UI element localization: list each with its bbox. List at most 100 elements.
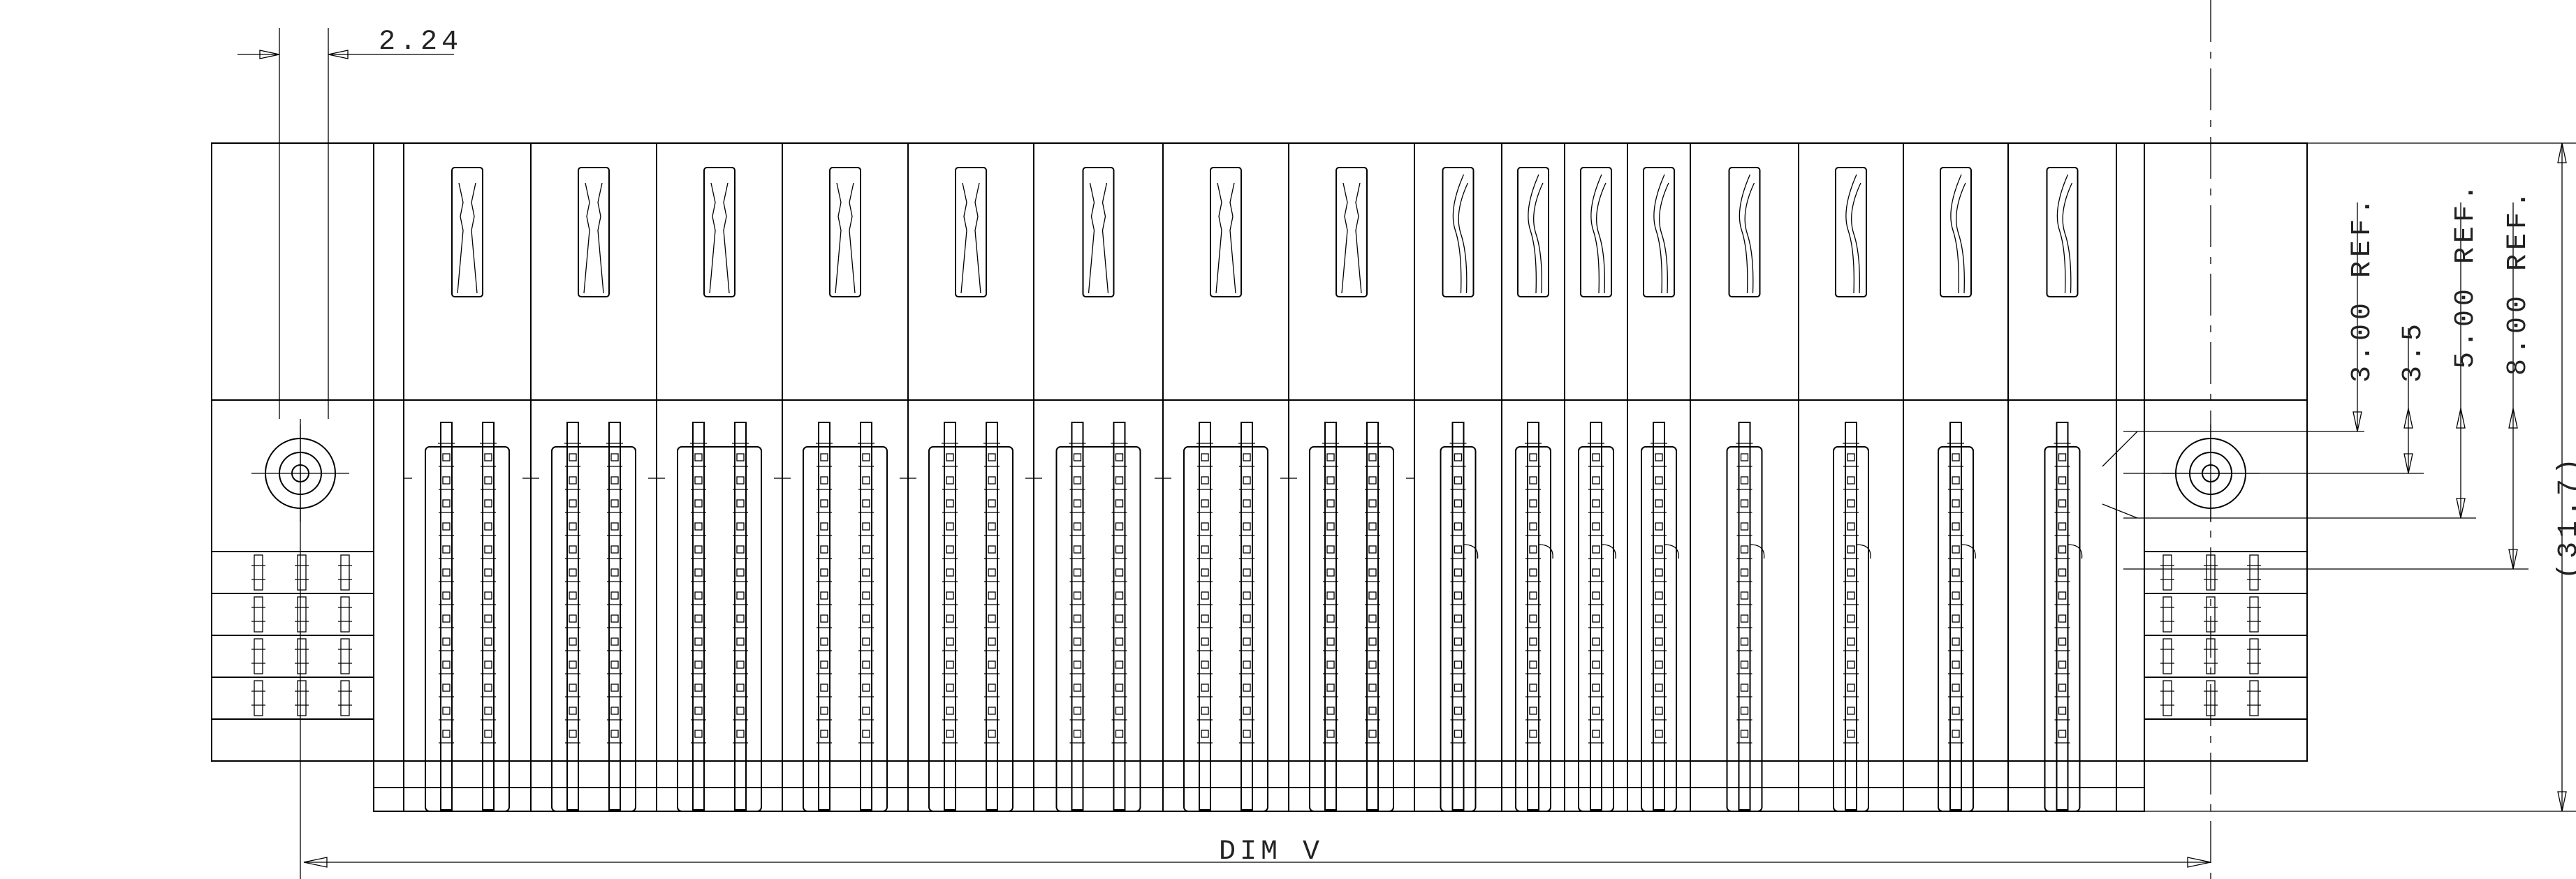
contact-body bbox=[2046, 167, 2079, 297]
pin-contact bbox=[2058, 568, 2067, 577]
pin-contact bbox=[1368, 660, 1377, 669]
pin-contact bbox=[862, 476, 870, 485]
pin-contact bbox=[820, 660, 828, 669]
pin-contact bbox=[1326, 476, 1335, 485]
flange-pin-body bbox=[254, 554, 263, 591]
pin-column bbox=[1238, 422, 1255, 811]
pin-contact bbox=[442, 568, 451, 577]
flange-pin bbox=[2160, 554, 2174, 591]
flange-pin bbox=[295, 638, 309, 674]
pin-modules bbox=[403, 143, 2117, 812]
contact-body bbox=[703, 167, 736, 297]
pin-contact bbox=[1740, 568, 1749, 577]
left-flange bbox=[212, 424, 374, 720]
pin-contact bbox=[1201, 730, 1209, 738]
contact-slot bbox=[1055, 446, 1141, 812]
pin-contact bbox=[1115, 453, 1124, 461]
pin-contact bbox=[1592, 476, 1600, 485]
pin-contact bbox=[736, 453, 745, 461]
pin-latch bbox=[1538, 544, 1553, 559]
top-contact bbox=[955, 167, 987, 297]
pin-contact bbox=[736, 730, 745, 738]
contact-spring bbox=[835, 182, 842, 294]
pin-contact bbox=[1243, 730, 1251, 738]
contact-body bbox=[1835, 167, 1867, 297]
pin-contact bbox=[1073, 476, 1082, 485]
pin-contact bbox=[1592, 614, 1600, 623]
flange-pin bbox=[2247, 638, 2261, 674]
pin-contact bbox=[1529, 522, 1537, 531]
contact-slot bbox=[1309, 446, 1394, 812]
pin-contact bbox=[1655, 730, 1663, 738]
pin-shaft bbox=[1241, 422, 1253, 811]
pin-contact bbox=[1073, 707, 1082, 715]
pin-contact bbox=[1655, 614, 1663, 623]
pin-contact bbox=[862, 453, 870, 461]
contact-slot bbox=[1183, 446, 1268, 812]
contact-slot bbox=[1726, 446, 1763, 812]
contact-slot bbox=[1515, 446, 1551, 812]
pin-contact bbox=[1073, 637, 1082, 646]
pin-contact bbox=[694, 568, 703, 577]
pin-contact bbox=[736, 522, 745, 531]
pin-contact bbox=[1115, 568, 1124, 577]
pin-contact bbox=[1115, 684, 1124, 692]
pin-contact bbox=[1847, 522, 1855, 531]
pin-contact bbox=[1952, 568, 1960, 577]
pin-contact bbox=[1201, 522, 1209, 531]
pin-contact bbox=[2058, 637, 2067, 646]
pin-column bbox=[606, 422, 623, 811]
pin-contact bbox=[736, 499, 745, 508]
flange-pin bbox=[338, 596, 352, 633]
pin-contact bbox=[484, 499, 492, 508]
flange-pin-body bbox=[297, 680, 307, 716]
contact-spring bbox=[1088, 182, 1095, 294]
pin-contact bbox=[1952, 591, 1960, 600]
pin-contact bbox=[1201, 707, 1209, 715]
pin-contact bbox=[1847, 453, 1855, 461]
pin-contact bbox=[1740, 707, 1749, 715]
pin-contact bbox=[1655, 522, 1663, 531]
pin-shaft bbox=[482, 422, 495, 811]
pin-contact bbox=[2058, 684, 2067, 692]
pin-contact bbox=[1115, 476, 1124, 485]
contact-slot bbox=[1938, 446, 1974, 812]
pin-contact bbox=[1454, 568, 1463, 577]
contact-spring bbox=[1851, 182, 1861, 294]
straight-pin-module bbox=[907, 143, 1034, 812]
pin-latch bbox=[1601, 544, 1616, 559]
flange-pin-body bbox=[2249, 554, 2259, 591]
pin-contact bbox=[1243, 684, 1251, 692]
pin-contact bbox=[569, 614, 577, 623]
pin-contact bbox=[1454, 476, 1463, 485]
contact-spring bbox=[849, 182, 856, 294]
contact-spring bbox=[1956, 182, 1966, 294]
pin-contact bbox=[1592, 568, 1600, 577]
pin-contact bbox=[694, 476, 703, 485]
top-contact bbox=[578, 167, 610, 297]
pin-contact bbox=[442, 637, 451, 646]
top-contact bbox=[1335, 167, 1368, 297]
pin-contact bbox=[862, 499, 870, 508]
pin-contact bbox=[569, 730, 577, 738]
pin-shaft bbox=[1845, 422, 1857, 811]
pin-contact bbox=[1326, 614, 1335, 623]
contact-spring bbox=[2062, 182, 2073, 294]
pin-contact bbox=[1952, 684, 1960, 692]
flange-pin bbox=[251, 638, 265, 674]
pin-contact bbox=[946, 499, 954, 508]
top-contact bbox=[829, 167, 861, 297]
pin-column bbox=[1449, 422, 1467, 811]
pin-contact bbox=[1368, 591, 1377, 600]
angled-pin-module bbox=[1501, 143, 1553, 812]
pin-contact bbox=[694, 499, 703, 508]
contact-slot bbox=[1833, 446, 1869, 812]
pin-contact bbox=[1454, 637, 1463, 646]
pin-column bbox=[1588, 422, 1604, 811]
top-contact bbox=[2046, 167, 2079, 297]
contact-spring bbox=[1596, 182, 1607, 294]
pin-shaft bbox=[2056, 422, 2069, 811]
pin-contact bbox=[1243, 637, 1251, 646]
pin-contact bbox=[1847, 707, 1855, 715]
pin-column bbox=[1843, 422, 1859, 811]
